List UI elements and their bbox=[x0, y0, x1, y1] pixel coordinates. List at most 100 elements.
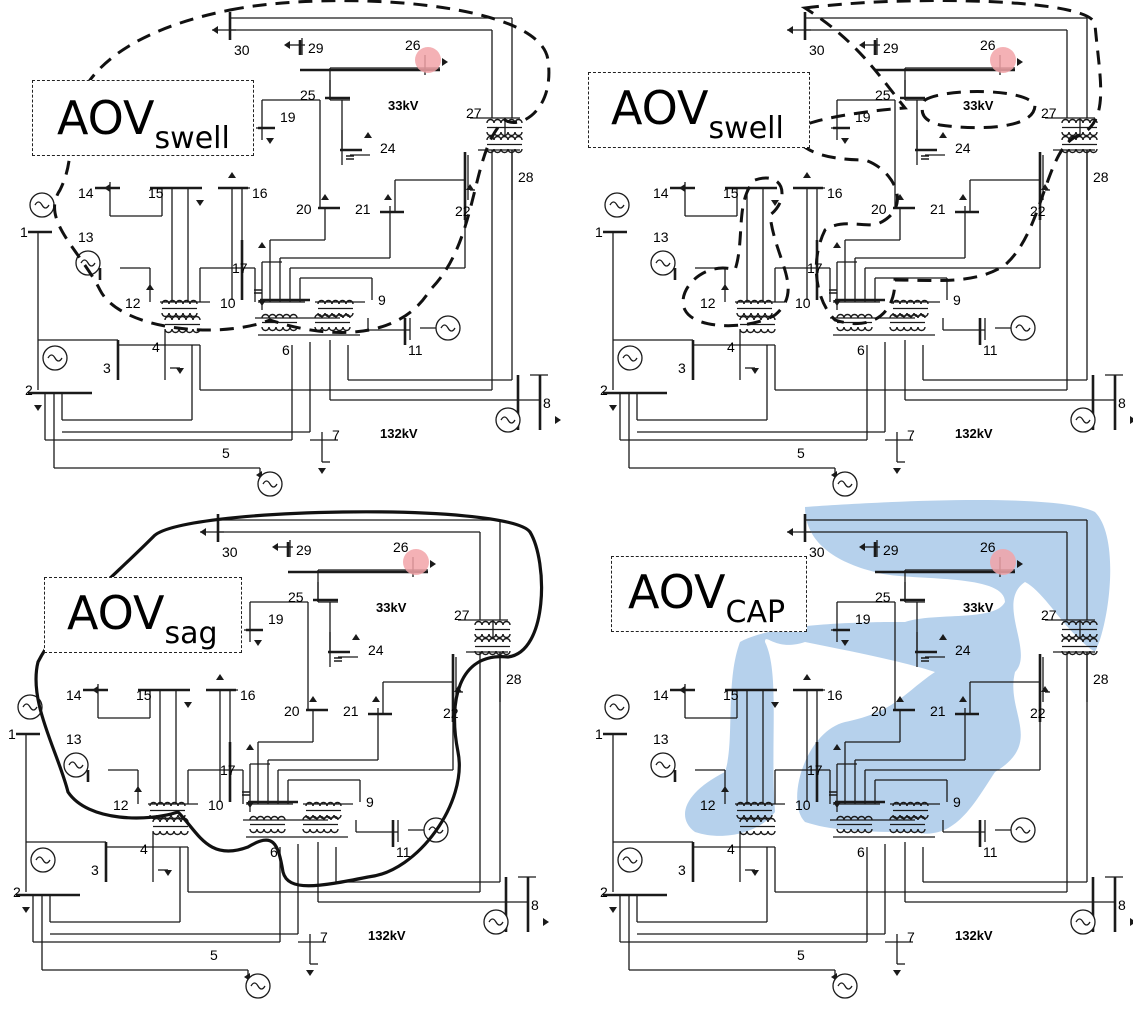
load-arrow bbox=[318, 468, 326, 474]
generator-icon bbox=[42, 345, 68, 371]
sag-region-outline bbox=[34, 510, 544, 888]
transformer-coil bbox=[500, 135, 509, 141]
transformer-coil bbox=[739, 328, 748, 334]
bus-number-10: 10 bbox=[208, 797, 224, 813]
transformer-t2 bbox=[249, 815, 286, 834]
bus-number-15: 15 bbox=[148, 185, 164, 201]
bus-number-4: 4 bbox=[140, 841, 148, 857]
load-arrow bbox=[306, 970, 314, 976]
transformer-coil bbox=[309, 828, 318, 834]
bus-number-1: 1 bbox=[8, 726, 16, 742]
transformer-coil bbox=[495, 637, 504, 643]
voltage-label-high: 132kV bbox=[368, 928, 406, 943]
load-arrow bbox=[176, 368, 184, 374]
swell-region-outline bbox=[681, 176, 790, 328]
transformer-coil bbox=[171, 315, 180, 321]
bus-number-16: 16 bbox=[827, 687, 843, 703]
bus-number-17: 17 bbox=[232, 260, 248, 276]
transformer-coil bbox=[189, 299, 198, 305]
generator-icon bbox=[1070, 407, 1096, 433]
bus-number-9: 9 bbox=[378, 292, 386, 308]
transformer-coil bbox=[767, 328, 776, 334]
bus-number-26: 26 bbox=[980, 37, 996, 53]
load-arrow bbox=[1017, 560, 1023, 568]
bus-number-2: 2 bbox=[600, 382, 608, 398]
transformer-coil bbox=[495, 620, 504, 626]
generator-icon bbox=[29, 192, 55, 218]
transformer-coil bbox=[910, 326, 919, 332]
generator-wave bbox=[837, 982, 853, 990]
generator-wave bbox=[500, 416, 516, 424]
network-lines bbox=[18, 514, 536, 980]
transformer-coil bbox=[330, 828, 339, 834]
generator-icon bbox=[832, 973, 858, 999]
transformer-coil bbox=[920, 801, 929, 807]
transformer-coil bbox=[746, 830, 755, 836]
bus-number-16: 16 bbox=[252, 185, 268, 201]
transformer-coil bbox=[1068, 131, 1077, 137]
generator-icon bbox=[63, 752, 89, 778]
network-lines bbox=[605, 12, 1123, 478]
load-arrow bbox=[466, 184, 474, 190]
bus-number-17: 17 bbox=[220, 762, 236, 778]
load-arrow bbox=[859, 543, 865, 551]
bus-number-5: 5 bbox=[797, 947, 805, 963]
transformer-coil bbox=[328, 326, 337, 332]
transformer-coil bbox=[173, 817, 182, 823]
load-arrow bbox=[803, 674, 811, 680]
bus-number-12: 12 bbox=[113, 797, 129, 813]
transformer-t1b bbox=[152, 817, 189, 836]
bus-number-29: 29 bbox=[883, 542, 899, 558]
load-arrow bbox=[216, 674, 224, 680]
transformer-coil bbox=[760, 830, 769, 836]
annotation-sub: swell bbox=[154, 121, 230, 156]
transformer-coil bbox=[1061, 131, 1070, 137]
bus-number-30: 30 bbox=[809, 42, 825, 58]
bus-number-29: 29 bbox=[308, 40, 324, 56]
transformer-coil bbox=[764, 312, 773, 318]
transformer-coil bbox=[764, 814, 773, 820]
transformer-coil bbox=[864, 828, 873, 834]
generator-wave bbox=[1075, 918, 1091, 926]
bus-number-21: 21 bbox=[930, 201, 946, 217]
bus-number-6: 6 bbox=[270, 844, 278, 860]
generator-icon bbox=[617, 345, 643, 371]
transformer-coil bbox=[189, 312, 198, 318]
transformer-coil bbox=[481, 633, 490, 639]
bus-number-25: 25 bbox=[875, 87, 891, 103]
transformer-coil bbox=[767, 830, 776, 836]
transformer-coil bbox=[302, 828, 311, 834]
generator-icon bbox=[650, 752, 676, 778]
transformer-coil bbox=[152, 830, 161, 836]
load-arrow bbox=[92, 686, 98, 694]
transformer-coil bbox=[1089, 620, 1098, 626]
transformer-coil bbox=[764, 299, 773, 305]
load-arrow bbox=[1041, 184, 1049, 190]
load-arrow bbox=[246, 744, 254, 750]
load-arrow bbox=[284, 41, 290, 49]
bus-number-11: 11 bbox=[983, 342, 998, 358]
generator-wave bbox=[22, 703, 38, 711]
bus-number-27: 27 bbox=[454, 607, 470, 623]
transformer-coil bbox=[159, 830, 168, 836]
transformer-coil bbox=[1089, 148, 1098, 154]
bus-number-6: 6 bbox=[857, 342, 865, 358]
load-arrow bbox=[254, 640, 262, 646]
generator-icon bbox=[495, 407, 521, 433]
transformer-coil bbox=[507, 135, 516, 141]
transformer-coil bbox=[1089, 118, 1098, 124]
highlighted-bus-marker bbox=[415, 47, 441, 73]
transformer-coil bbox=[277, 815, 286, 821]
generator-icon bbox=[257, 471, 283, 497]
swell-region-outline bbox=[793, 0, 1103, 326]
transformer-coil bbox=[1068, 118, 1077, 124]
load-arrow bbox=[771, 702, 779, 708]
cap-region-shading bbox=[685, 500, 1111, 836]
bus-number-29: 29 bbox=[296, 542, 312, 558]
bus-number-13: 13 bbox=[78, 229, 94, 245]
bus-number-1: 1 bbox=[595, 224, 603, 240]
transformer-coil bbox=[889, 326, 898, 332]
transformer-coil bbox=[152, 817, 161, 823]
